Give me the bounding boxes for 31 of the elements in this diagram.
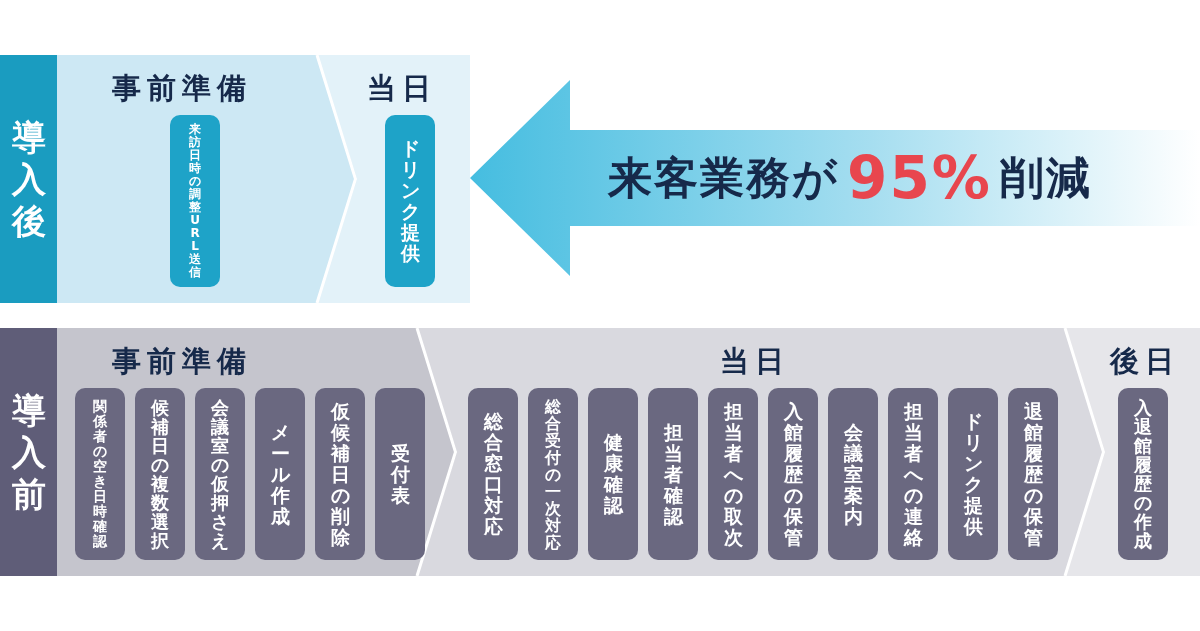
phase-heading: 後日 (1110, 343, 1180, 380)
task-box: 総合窓口対応 (468, 388, 518, 560)
row-heading: 導入前 (11, 389, 46, 515)
task-box: 関係者の空き日時確認 (75, 388, 125, 560)
task-box: 担当者への取次 (708, 388, 758, 560)
task-box: ドリンク提供 (948, 388, 998, 560)
row-heading: 導入後 (11, 116, 46, 242)
task-box: 担当者への連絡 (888, 388, 938, 560)
task-box: 会議室案内 (828, 388, 878, 560)
headline-text: 削減 (999, 150, 1092, 205)
task-box: 退館履歴の保管 (1008, 388, 1058, 560)
task-box: 担当者確認 (648, 388, 698, 560)
headline-text: 来客業務が (608, 150, 840, 205)
percentage-text: 95% (847, 144, 992, 212)
task-box: 会議室の仮押さえ (195, 388, 245, 560)
task-box: 入退館履歴の作成 (1118, 388, 1168, 560)
task-box: ドリンク提供 (385, 115, 435, 287)
task-box: 健康確認 (588, 388, 638, 560)
task-box: 来訪日時の調整URL送信 (170, 115, 220, 287)
phase-heading: 事前準備 (112, 70, 252, 107)
task-box: 仮候補日の削除 (315, 388, 365, 560)
task-box: 総合受付の一次対応 (528, 388, 578, 560)
phase-heading: 事前準備 (112, 343, 252, 380)
task-box: メール作成 (255, 388, 305, 560)
task-box: 入館履歴の保管 (768, 388, 818, 560)
comparison-row (0, 328, 1200, 576)
comparison-row (0, 55, 470, 303)
task-box: 受付表 (375, 388, 425, 560)
task-box: 候補日の複数選択 (135, 388, 185, 560)
phase-heading: 当日 (720, 343, 790, 380)
phase-heading: 当日 (367, 70, 437, 107)
